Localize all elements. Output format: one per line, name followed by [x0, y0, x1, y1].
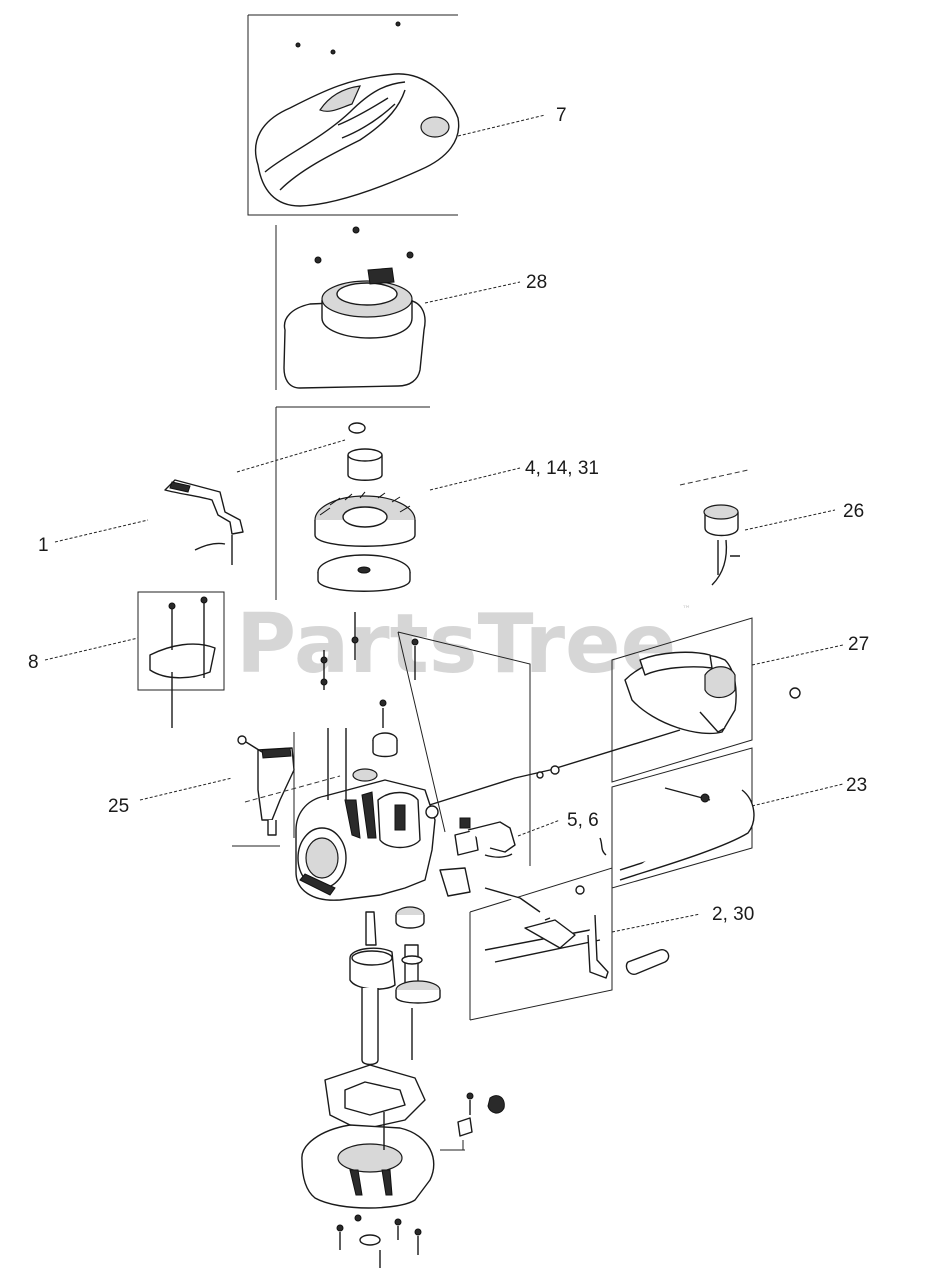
callout-1[interactable]: 1 [38, 535, 49, 556]
callout-2-30[interactable]: 2, 30 [712, 904, 754, 925]
engine-cover-part-7[interactable] [247, 14, 546, 216]
carburetor-linkage-part-5-6[interactable] [439, 817, 607, 897]
callout-8[interactable]: 8 [28, 652, 39, 673]
callout-27[interactable]: 27 [848, 634, 869, 655]
crankcase-base-and-gasket[interactable] [301, 1064, 505, 1268]
callout-25[interactable]: 25 [108, 796, 129, 817]
callout-labels: 7 28 4, 14, 31 26 1 8 27 25 23 5, 6 2, 3… [28, 105, 869, 925]
oil-cap-part-26[interactable] [679, 469, 836, 586]
throttle-control-part-2-30[interactable] [469, 867, 701, 1021]
watermark-text: PartsTree [236, 597, 676, 692]
callout-26[interactable]: 26 [843, 501, 864, 522]
fuel-line [419, 729, 681, 809]
fuel-hose-part-23[interactable] [611, 747, 844, 889]
callout-23[interactable]: 23 [846, 775, 867, 796]
bracket-part-8[interactable] [44, 591, 225, 728]
crankshaft-camshaft[interactable] [349, 906, 441, 1066]
callout-7[interactable]: 7 [556, 105, 567, 126]
engine-block[interactable] [295, 612, 439, 901]
brake-bracket-part-1[interactable] [54, 479, 244, 565]
recoil-starter-part-28[interactable] [275, 225, 521, 390]
governor-panel-frame [397, 631, 531, 866]
callout-5-6[interactable]: 5, 6 [567, 810, 599, 831]
ignition-coil-part-25[interactable] [139, 732, 341, 847]
fuel-tank-part-27[interactable] [611, 617, 844, 783]
callout-28[interactable]: 28 [526, 272, 547, 293]
flywheel-assembly-part-4-14-31[interactable] [236, 406, 521, 600]
callout-4-14-31[interactable]: 4, 14, 31 [525, 458, 599, 479]
watermark-trademark: ™ [682, 605, 691, 615]
